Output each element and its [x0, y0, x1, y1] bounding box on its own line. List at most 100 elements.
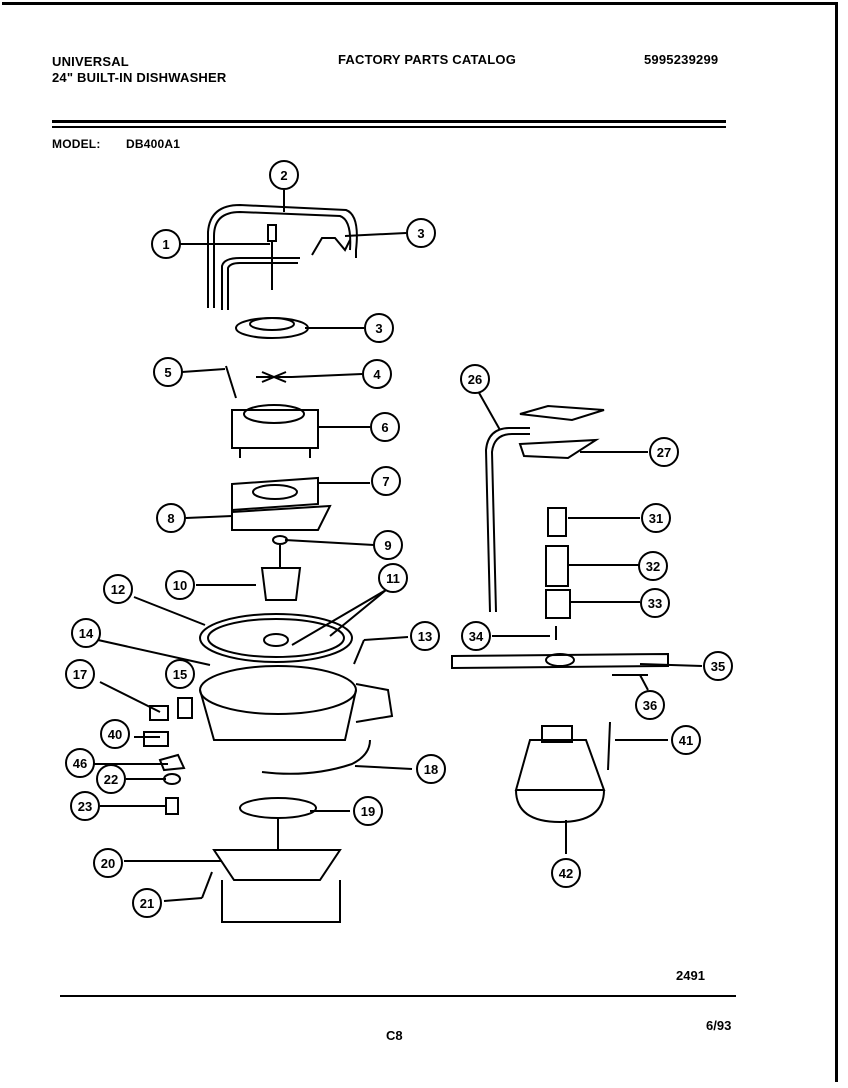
part-spray-tube	[207, 203, 358, 308]
part-bolt-23	[165, 797, 179, 815]
callout-bubble-c5	[153, 357, 183, 387]
part-bolt-41	[607, 721, 611, 771]
part-gasket-ring-12	[199, 613, 353, 663]
part-housing-42	[514, 739, 606, 791]
callout-label-c15: 15	[173, 667, 187, 682]
callout-label-c13: 13	[418, 629, 432, 644]
callout-bubble-c20	[93, 848, 123, 878]
callout-bubble-c35	[703, 651, 733, 681]
catalog-title: FACTORY PARTS CATALOG	[338, 52, 517, 67]
part-spray-head	[235, 317, 309, 339]
callout-bubble-c23	[70, 791, 100, 821]
leader-11b	[329, 589, 387, 637]
callout-bubble-c22	[96, 764, 126, 794]
part-washer-22	[163, 773, 181, 785]
callout-bubble-c7	[371, 466, 401, 496]
callout-label-c35: 35	[711, 659, 725, 674]
callout-bubble-c40	[100, 719, 130, 749]
callout-label-c22: 22	[104, 772, 118, 787]
callout-bubble-c13	[410, 621, 440, 651]
callout-bubble-c41	[671, 725, 701, 755]
callout-bubble-c6	[370, 412, 400, 442]
callout-label-c5: 5	[164, 365, 171, 380]
callout-label-c32: 32	[646, 559, 660, 574]
part-impeller-10	[260, 567, 302, 601]
part-spacer-31	[547, 507, 567, 537]
callout-bubble-c12	[103, 574, 133, 604]
model-value: DB400A1	[126, 137, 181, 151]
part-lower-spray-arm-35	[451, 652, 669, 670]
callout-label-c10: 10	[173, 578, 187, 593]
callout-label-c46: 46	[73, 756, 87, 771]
drawing-number: 2491	[676, 968, 705, 983]
leader-11a	[291, 589, 387, 646]
part-motor-bracket-20	[212, 849, 342, 881]
callout-bubble-c31	[641, 503, 671, 533]
callout-label-c14: 14	[79, 626, 94, 641]
part-gasket-7	[231, 476, 319, 512]
product-name: 24" BUILT-IN DISHWASHER	[52, 70, 227, 85]
callout-bubble-c32	[638, 551, 668, 581]
callout-bubble-c33	[640, 588, 670, 618]
leader-14	[97, 639, 211, 666]
callout-label-c11: 11	[386, 571, 400, 586]
leader-35	[639, 663, 703, 667]
leader-18	[354, 765, 413, 770]
part-pump-base-14	[199, 665, 357, 715]
footer-date: 6/93	[706, 1018, 731, 1033]
callout-label-c21: 21	[140, 896, 154, 911]
callout-label-c1: 1	[162, 237, 169, 252]
part-fitting-17	[149, 705, 169, 721]
callout-label-c41: 41	[679, 733, 693, 748]
part-screw-5	[225, 365, 237, 399]
leader-12	[133, 596, 206, 626]
leader-13	[363, 636, 409, 641]
header-rule-bottom	[52, 126, 726, 128]
callout-bubble-c14	[71, 618, 101, 648]
callout-bubble-c17	[65, 659, 95, 689]
part-washer-9	[272, 535, 288, 545]
part-fitting-15	[177, 697, 193, 719]
callout-bubble-c2	[269, 160, 299, 190]
callout-bubble-c26	[460, 364, 490, 394]
callout-bubble-c11	[378, 563, 408, 593]
leader-5	[181, 368, 226, 373]
callout-label-c18: 18	[424, 762, 438, 777]
part-bracket-46	[158, 753, 186, 772]
part-motor-20	[221, 880, 341, 923]
part-nut-33	[545, 589, 571, 619]
callout-label-c4: 4	[373, 367, 381, 382]
leader-9	[284, 539, 375, 546]
callout-bubble-c27	[649, 437, 679, 467]
callout-label-c3a: 3	[417, 226, 424, 241]
callout-label-c27: 27	[657, 445, 671, 460]
callout-label-c31: 31	[649, 511, 663, 526]
callout-label-c33: 33	[648, 596, 662, 611]
header-rule-top	[52, 120, 726, 123]
part-screw-21	[201, 871, 213, 899]
part-gasket-8	[231, 504, 332, 531]
leader-21	[163, 897, 203, 902]
callout-bubble-c4	[362, 359, 392, 389]
callout-label-c36: 36	[643, 698, 657, 713]
callout-bubble-c46	[65, 748, 95, 778]
part-tube-32	[545, 545, 569, 587]
leader-36	[639, 674, 649, 691]
callout-bubble-c1	[151, 229, 181, 259]
callout-bubble-c9	[373, 530, 403, 560]
callout-label-c9: 9	[384, 538, 391, 553]
part-tube-26	[484, 427, 530, 613]
callout-label-c8: 8	[167, 511, 174, 526]
callout-bubble-c10	[165, 570, 195, 600]
part-hose-40	[143, 731, 169, 747]
leader-4	[291, 373, 363, 378]
callout-label-c17: 17	[73, 667, 87, 682]
callout-label-c23: 23	[78, 799, 92, 814]
callout-bubble-c19	[353, 796, 383, 826]
part-clip-3	[311, 237, 351, 256]
callout-label-c6: 6	[381, 420, 388, 435]
page-code: C8	[386, 1028, 403, 1043]
leader-26	[477, 390, 501, 431]
